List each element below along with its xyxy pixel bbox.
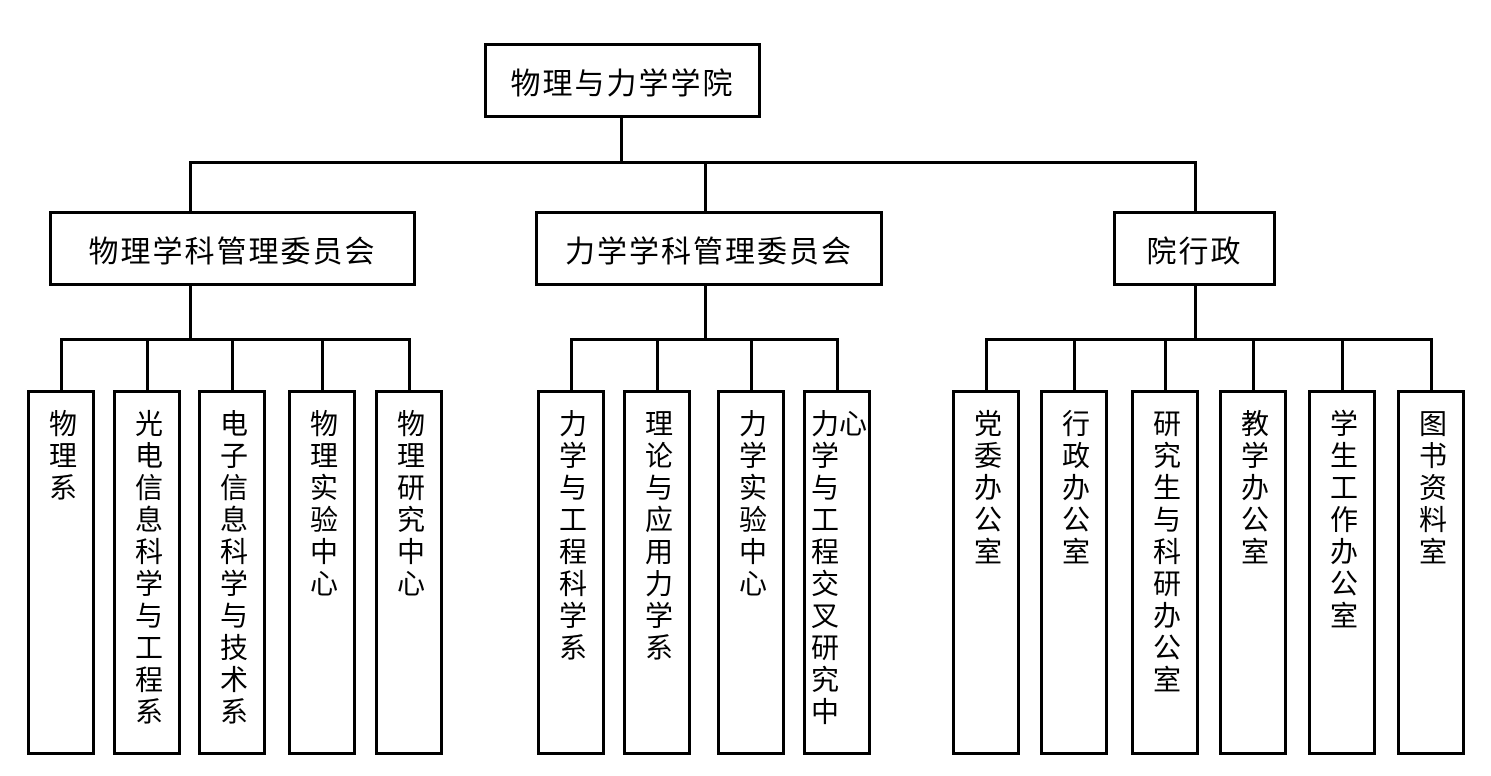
office-administration: 行政办公室 <box>1040 390 1108 755</box>
dept-physics-label: 物理系 <box>45 409 78 505</box>
connector-physics-hline <box>60 338 411 341</box>
center-mechanics-engineering-cross-research: 力学与工程交叉研究中心 <box>803 390 871 755</box>
connector-drop-physics-committee <box>189 161 192 214</box>
connector-drop-office-student <box>1341 338 1344 392</box>
connector-administration-hline <box>985 338 1433 341</box>
connector-drop-office-party <box>985 338 988 392</box>
branch-box-college-administration: 院行政 <box>1113 211 1276 286</box>
center-mechanics-cross-research-label: 力学与工程交叉研究中心 <box>807 409 868 729</box>
room-library-materials-label: 图书资料室 <box>1415 409 1448 569</box>
dept-optoelectronic-label: 光电信息科学与工程系 <box>131 409 164 729</box>
org-root-label: 物理与力学学院 <box>510 66 735 102</box>
connector-drop-dept-optoelectronic <box>146 338 149 392</box>
connector-drop-room-library <box>1430 338 1433 392</box>
center-mechanics-experiment: 力学实验中心 <box>717 390 785 755</box>
office-teaching-label: 教学办公室 <box>1237 409 1270 569</box>
dept-mechanics-engineering-science: 力学与工程科学系 <box>537 390 605 755</box>
office-student-affairs: 学生工作办公室 <box>1308 390 1376 755</box>
org-root-box: 物理与力学学院 <box>484 43 761 118</box>
office-party-committee: 党委办公室 <box>952 390 1020 755</box>
center-physics-experiment: 物理实验中心 <box>288 390 356 755</box>
office-student-affairs-label: 学生工作办公室 <box>1326 409 1359 633</box>
connector-drop-dept-physics <box>60 338 63 392</box>
connector-drop-center-mechanics-cross <box>836 338 839 392</box>
connector-level1-hline <box>189 161 1197 164</box>
connector-drop-center-mechanics-experiment <box>750 338 753 392</box>
connector-drop-dept-electronic <box>231 338 234 392</box>
branch-box-physics-committee: 物理学科管理委员会 <box>49 211 416 286</box>
connector-administration-riser <box>1194 285 1197 341</box>
connector-drop-center-physics-experiment <box>321 338 324 392</box>
connector-drop-dept-theoretical-applied <box>656 338 659 392</box>
office-party-committee-label: 党委办公室 <box>970 409 1003 569</box>
dept-theoretical-applied-mechanics-label: 理论与应用力学系 <box>641 409 674 665</box>
office-graduate-research-label: 研究生与科研办公室 <box>1149 409 1182 697</box>
dept-electronic-label: 电子信息科学与技术系 <box>216 409 249 729</box>
center-physics-research-label: 物理研究中心 <box>393 409 426 601</box>
room-library-materials: 图书资料室 <box>1397 390 1465 755</box>
office-teaching: 教学办公室 <box>1219 390 1287 755</box>
branch-label-physics-committee: 物理学科管理委员会 <box>88 234 377 270</box>
connector-mechanics-hline <box>570 338 839 341</box>
connector-drop-office-teaching <box>1252 338 1255 392</box>
connector-drop-office-graduate <box>1164 338 1167 392</box>
connector-drop-mechanics-committee <box>704 161 707 214</box>
connector-drop-center-physics-research <box>408 338 411 392</box>
dept-optoelectronic-info-science-engineering: 光电信息科学与工程系 <box>113 390 181 755</box>
connector-root-riser <box>620 117 623 164</box>
branch-label-college-administration: 院行政 <box>1146 234 1243 270</box>
office-administration-label: 行政办公室 <box>1058 409 1091 569</box>
dept-physics: 物理系 <box>27 390 95 755</box>
connector-mechanics-riser <box>704 285 707 341</box>
connector-drop-dept-mechanics-engineering <box>570 338 573 392</box>
branch-label-mechanics-committee: 力学学科管理委员会 <box>565 234 853 270</box>
connector-drop-college-administration <box>1194 161 1197 214</box>
branch-box-mechanics-committee: 力学学科管理委员会 <box>535 211 883 286</box>
connector-drop-office-administration <box>1073 338 1076 392</box>
dept-electronic-info-science-technology: 电子信息科学与技术系 <box>198 390 266 755</box>
center-mechanics-experiment-label: 力学实验中心 <box>735 409 768 601</box>
dept-theoretical-applied-mechanics: 理论与应用力学系 <box>623 390 691 755</box>
office-graduate-research: 研究生与科研办公室 <box>1131 390 1199 755</box>
dept-mechanics-engineering-science-label: 力学与工程科学系 <box>555 409 588 665</box>
center-physics-research: 物理研究中心 <box>375 390 443 755</box>
center-physics-experiment-label: 物理实验中心 <box>306 409 339 601</box>
connector-physics-riser <box>189 285 192 341</box>
